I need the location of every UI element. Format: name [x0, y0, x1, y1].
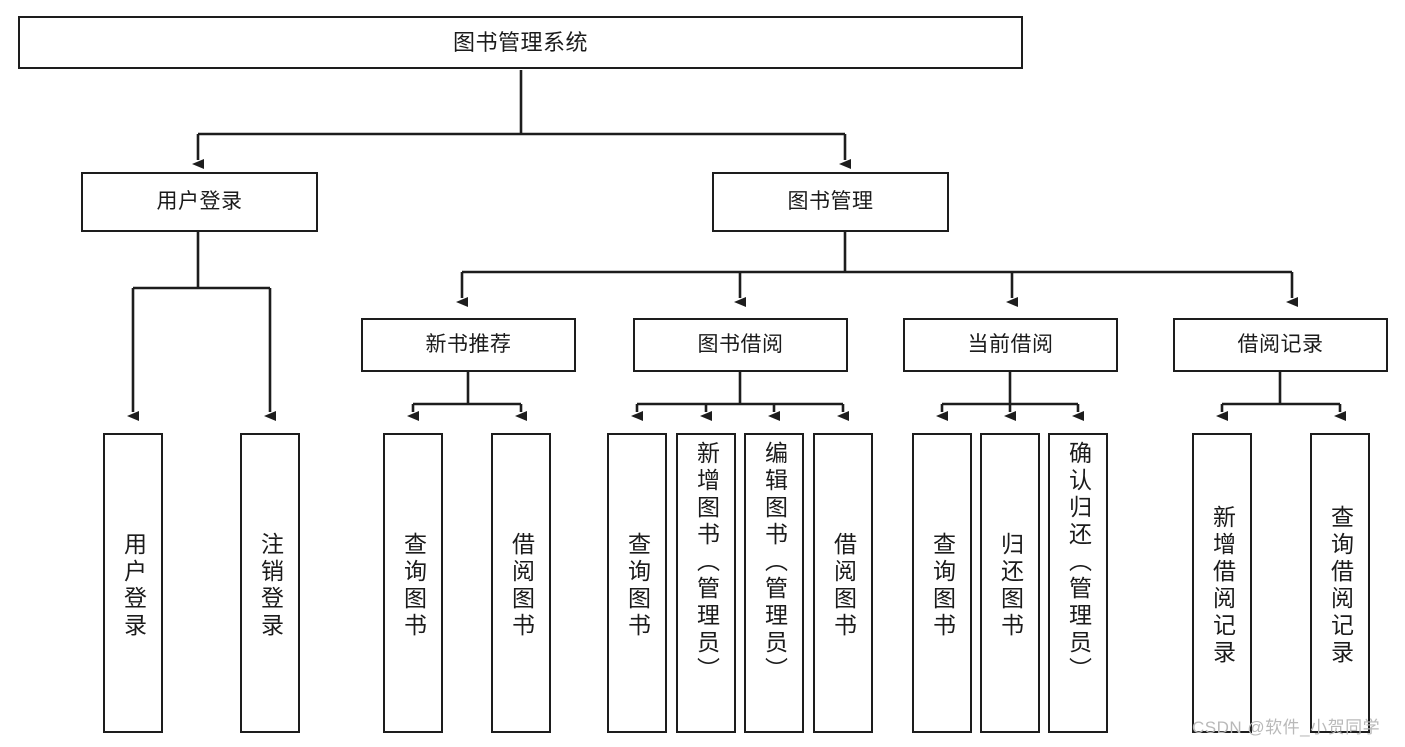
csdn-watermark: CSDN @软件_小贺同学	[1192, 713, 1380, 738]
node-current-borrow[interactable]: 当前借阅	[903, 318, 1118, 372]
node-label: 新书推荐	[425, 332, 512, 356]
node-label: 查询图书	[929, 532, 956, 640]
node-user-login[interactable]: 用户登录	[81, 172, 318, 232]
node-label: 查询图书	[624, 532, 651, 640]
leaf-user-login-signin[interactable]: 用户登录	[103, 433, 163, 733]
leaf-current-borrow-query-book[interactable]: 查询图书	[912, 433, 972, 733]
leaf-user-login-logout[interactable]: 注销登录	[240, 433, 300, 733]
node-label: 编辑图书（管理员）	[761, 441, 788, 684]
leaf-book-borrow-edit-book-admin[interactable]: 编辑图书（管理员）	[744, 433, 804, 733]
leaf-book-borrow-query-book[interactable]: 查询图书	[607, 433, 667, 733]
node-book-borrow[interactable]: 图书借阅	[633, 318, 848, 372]
node-label: 借阅图书	[830, 532, 857, 640]
leaf-borrow-record-add-record[interactable]: 新增借阅记录	[1192, 433, 1252, 733]
node-label: 图书管理系统	[452, 29, 588, 55]
node-label: 当前借阅	[967, 332, 1054, 356]
node-label: 注销登录	[257, 532, 284, 640]
node-label: 图书管理	[787, 189, 874, 213]
node-label: 新增借阅记录	[1209, 505, 1236, 667]
node-label: 借阅图书	[508, 532, 535, 640]
leaf-current-borrow-return-book[interactable]: 归还图书	[980, 433, 1040, 733]
node-label: 确认归还（管理员）	[1065, 441, 1092, 684]
node-label: 用户登录	[120, 532, 147, 640]
node-book-management[interactable]: 图书管理	[712, 172, 949, 232]
node-new-book-recommend[interactable]: 新书推荐	[361, 318, 576, 372]
node-borrow-record[interactable]: 借阅记录	[1173, 318, 1388, 372]
leaf-borrow-record-query-record[interactable]: 查询借阅记录	[1310, 433, 1370, 733]
node-label: 用户登录	[156, 189, 243, 213]
node-label: 归还图书	[997, 532, 1024, 640]
node-root-book-management-system[interactable]: 图书管理系统	[18, 16, 1023, 69]
watermark-text: CSDN @软件_小贺同学	[1192, 718, 1381, 737]
leaf-book-borrow-borrow-book[interactable]: 借阅图书	[813, 433, 873, 733]
node-label: 查询图书	[400, 532, 427, 640]
node-label: 查询借阅记录	[1327, 505, 1354, 667]
leaf-new-book-query-book[interactable]: 查询图书	[383, 433, 443, 733]
node-label: 新增图书（管理员）	[693, 441, 720, 684]
leaf-book-borrow-add-book-admin[interactable]: 新增图书（管理员）	[676, 433, 736, 733]
leaf-current-borrow-confirm-return-admin[interactable]: 确认归还（管理员）	[1048, 433, 1108, 733]
leaf-new-book-borrow-book[interactable]: 借阅图书	[491, 433, 551, 733]
node-label: 借阅记录	[1237, 332, 1324, 356]
node-label: 图书借阅	[697, 332, 784, 356]
